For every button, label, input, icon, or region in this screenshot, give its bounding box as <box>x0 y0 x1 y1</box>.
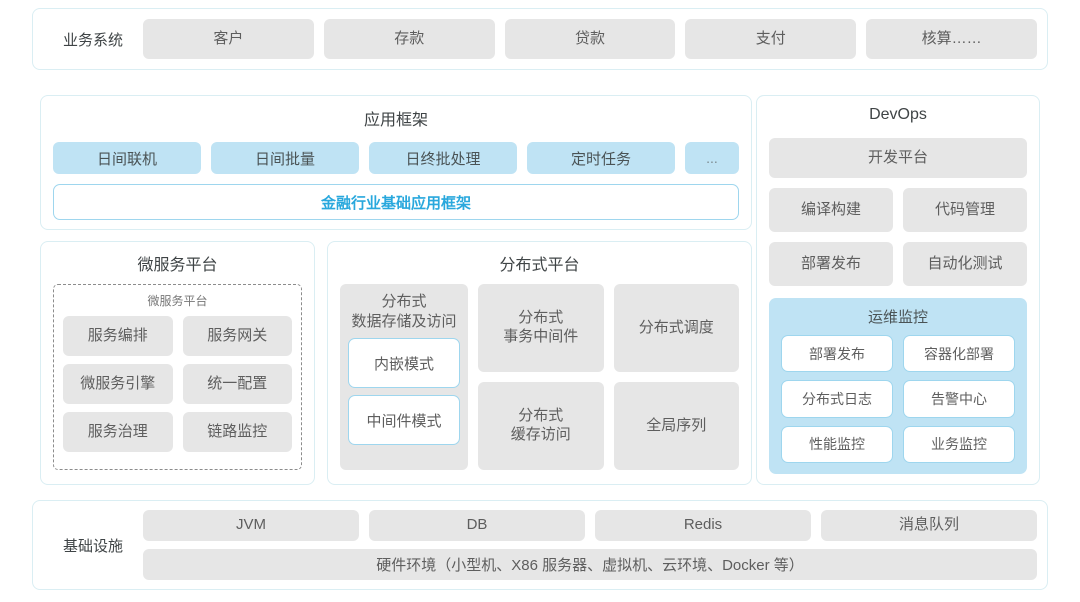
application-framework-card: 应用框架 日间联机 日间批量 日终批处理 定时任务 ... 金融行业基础应用框架 <box>40 95 752 230</box>
infrastructure-items: JVM DB Redis 消息队列 <box>143 510 1037 541</box>
appframe-chip-daytime-online[interactable]: 日间联机 <box>53 142 201 174</box>
microservice-inner-group: 微服务平台 服务编排 服务网关 微服务引擎 统一配置 服务治理 链路监控 <box>53 284 302 470</box>
devops-item-dev-platform[interactable]: 开发平台 <box>769 138 1027 178</box>
infrastructure-item-jvm[interactable]: JVM <box>143 510 359 541</box>
microservice-items-grid: 服务编排 服务网关 微服务引擎 统一配置 服务治理 链路监控 <box>63 316 292 452</box>
devops-card: DevOps 开发平台 编译构建 代码管理 部署发布 自动化测试 运维监控 部署… <box>756 95 1040 485</box>
platform-column: 应用框架 日间联机 日间批量 日终批处理 定时任务 ... 金融行业基础应用框架… <box>40 95 752 485</box>
financial-base-framework-bar[interactable]: 金融行业基础应用框架 <box>53 184 739 220</box>
ops-item-business-monitoring[interactable]: 业务监控 <box>903 425 1015 463</box>
ops-item-performance-monitoring[interactable]: 性能监控 <box>781 425 893 463</box>
devops-item-automated-testing[interactable]: 自动化测试 <box>903 242 1027 286</box>
microservice-item-unified-config[interactable]: 统一配置 <box>182 364 292 404</box>
appframe-chip-scheduled-task[interactable]: 定时任务 <box>527 142 675 174</box>
devops-item-code-management[interactable]: 代码管理 <box>903 188 1027 232</box>
microservice-item-orchestration[interactable]: 服务编排 <box>63 316 173 356</box>
business-item-loan[interactable]: 贷款 <box>504 19 676 59</box>
distributed-storage-title: 分布式 数据存储及访问 <box>351 293 457 330</box>
infrastructure-card: 基础设施 JVM DB Redis 消息队列 硬件环境（小型机、X86 服务器、… <box>32 500 1048 590</box>
ops-item-deploy-release[interactable]: 部署发布 <box>781 335 893 373</box>
microservice-item-engine[interactable]: 微服务引擎 <box>63 364 173 404</box>
infrastructure-item-redis[interactable]: Redis <box>595 510 811 541</box>
business-item-customer[interactable]: 客户 <box>143 19 314 59</box>
business-systems-items: 客户 存款 贷款 支付 核算…… <box>143 19 1037 59</box>
business-systems-card: 业务系统 客户 存款 贷款 支付 核算…… <box>32 8 1048 70</box>
appframe-chip-more[interactable]: ... <box>685 142 739 174</box>
distributed-item-transaction-middleware[interactable]: 分布式 事务中间件 <box>478 284 604 372</box>
distributed-platform-title: 分布式平台 <box>499 257 580 274</box>
devops-items-grid: 编译构建 代码管理 部署发布 自动化测试 <box>769 188 1027 286</box>
ops-item-containerized-deploy[interactable]: 容器化部署 <box>903 335 1015 373</box>
devops-item-deploy-release[interactable]: 部署发布 <box>769 242 893 286</box>
infrastructure-label: 基础设施 <box>62 537 123 555</box>
microservice-platform-card: 微服务平台 微服务平台 服务编排 服务网关 微服务引擎 统一配置 服务治理 链路… <box>40 241 315 485</box>
microservice-inner-title: 微服务平台 <box>147 294 208 308</box>
business-systems-label: 业务系统 <box>62 31 123 49</box>
appframe-chip-daytime-batch[interactable]: 日间批量 <box>211 142 359 174</box>
microservice-item-governance[interactable]: 服务治理 <box>63 412 173 452</box>
distributed-items-grid: 分布式 事务中间件 分布式调度 分布式 缓存访问 全局序列 <box>478 284 739 470</box>
business-item-payment[interactable]: 支付 <box>685 19 857 59</box>
distributed-storage-mode-middleware[interactable]: 中间件模式 <box>348 395 460 445</box>
ops-monitoring-group: 运维监控 部署发布 容器化部署 分布式日志 告警中心 性能监控 业务监控 <box>769 298 1027 474</box>
infrastructure-item-message-queue[interactable]: 消息队列 <box>821 510 1037 541</box>
ops-monitoring-items-grid: 部署发布 容器化部署 分布式日志 告警中心 性能监控 业务监控 <box>781 335 1015 463</box>
distributed-storage-group[interactable]: 分布式 数据存储及访问 内嵌模式 中间件模式 <box>340 284 468 470</box>
application-framework-chips: 日间联机 日间批量 日终批处理 定时任务 ... <box>53 142 739 174</box>
infrastructure-item-db[interactable]: DB <box>369 510 585 541</box>
distributed-item-scheduling[interactable]: 分布式调度 <box>613 284 739 372</box>
infrastructure-right: JVM DB Redis 消息队列 硬件环境（小型机、X86 服务器、虚拟机、云… <box>143 510 1037 580</box>
middle-region: 应用框架 日间联机 日间批量 日终批处理 定时任务 ... 金融行业基础应用框架… <box>32 88 1048 488</box>
appframe-chip-eod-batch[interactable]: 日终批处理 <box>369 142 517 174</box>
ops-item-alert-center[interactable]: 告警中心 <box>903 380 1015 418</box>
distributed-item-global-sequence[interactable]: 全局序列 <box>613 382 739 470</box>
business-item-deposit[interactable]: 存款 <box>323 19 495 59</box>
distributed-platform-body: 分布式 数据存储及访问 内嵌模式 中间件模式 分布式 事务中间件 分布式调度 分… <box>340 284 739 470</box>
microservice-item-trace-monitoring[interactable]: 链路监控 <box>182 412 292 452</box>
ops-item-distributed-logging[interactable]: 分布式日志 <box>781 380 893 418</box>
distributed-item-cache-access[interactable]: 分布式 缓存访问 <box>478 382 604 470</box>
devops-item-build[interactable]: 编译构建 <box>769 188 893 232</box>
application-framework-title: 应用框架 <box>363 112 428 129</box>
microservice-item-gateway[interactable]: 服务网关 <box>182 316 292 356</box>
infrastructure-hardware-bar[interactable]: 硬件环境（小型机、X86 服务器、虚拟机、云环境、Docker 等） <box>143 549 1037 580</box>
distributed-storage-mode-embedded[interactable]: 内嵌模式 <box>348 338 460 388</box>
business-item-accounting[interactable]: 核算…… <box>866 19 1037 59</box>
devops-title: DevOps <box>869 106 927 123</box>
distributed-platform-card: 分布式平台 分布式 数据存储及访问 内嵌模式 中间件模式 分布式 事务中间件 分… <box>327 241 752 485</box>
microservice-platform-title: 微服务平台 <box>137 257 218 274</box>
ops-monitoring-title: 运维监控 <box>867 309 928 326</box>
